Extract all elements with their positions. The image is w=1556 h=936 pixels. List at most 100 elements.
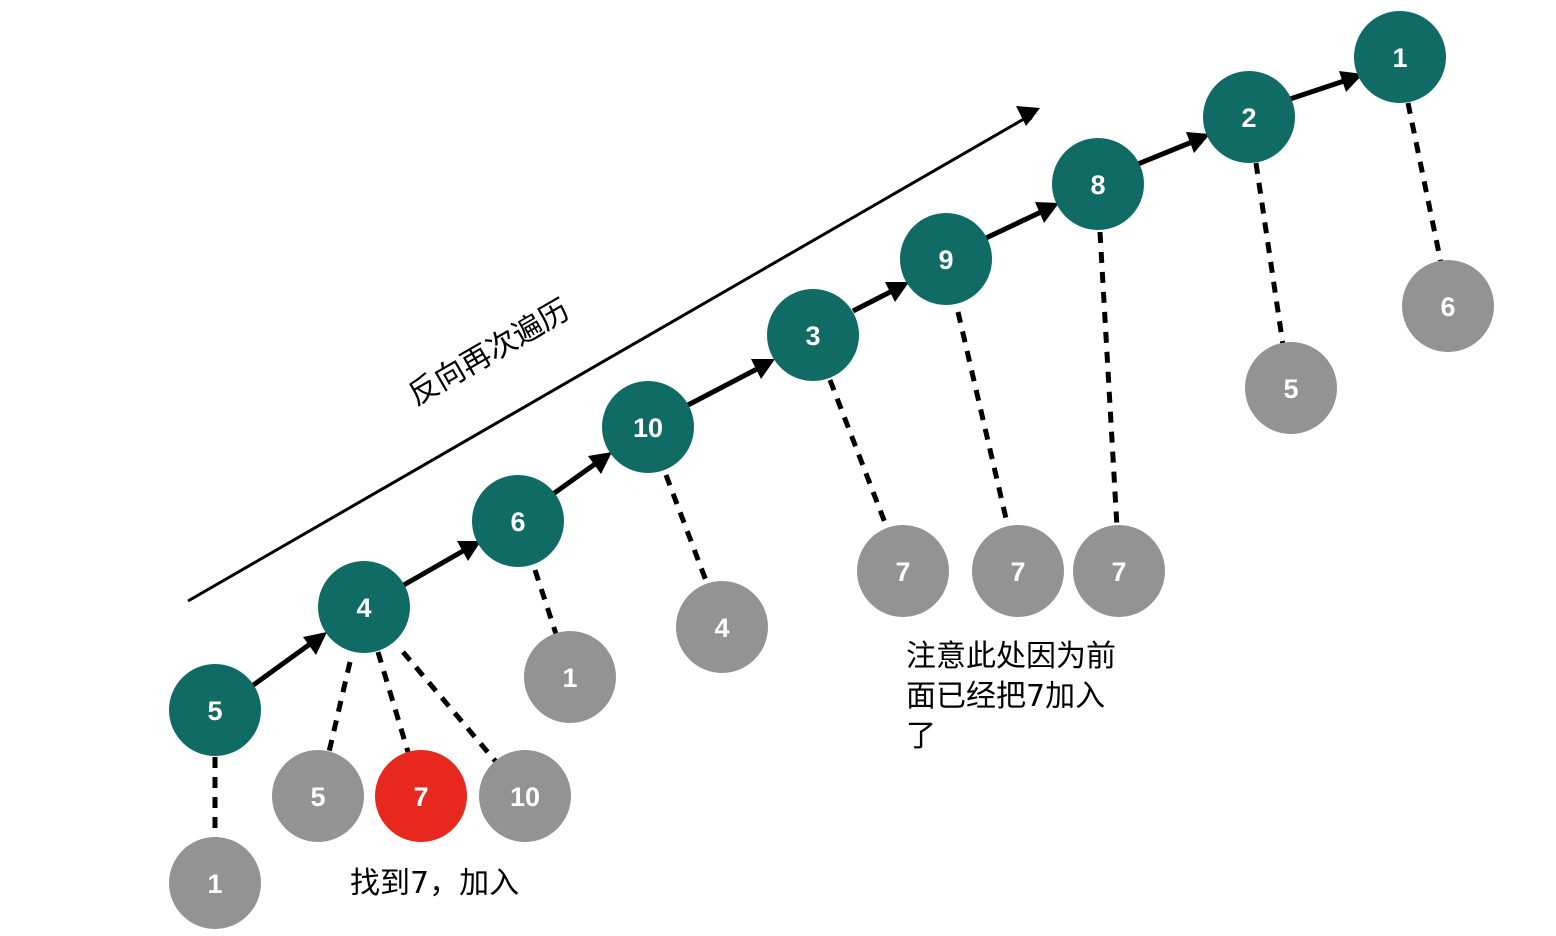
neighbor-node-circle	[972, 525, 1064, 617]
neighbor-node-found: 7	[375, 750, 467, 842]
edge-6-to-10-arrowhead	[588, 452, 612, 474]
chain-node-label: 10	[633, 413, 663, 443]
chain-node-circle	[169, 664, 261, 756]
direction-label: 反向再次遍历	[403, 293, 576, 413]
neighbor-node-label: 7	[1111, 557, 1126, 587]
chain-node-9: 9	[900, 213, 992, 305]
skip-note-line: 注意此处因为前	[906, 639, 1116, 674]
link-2-to-5	[1253, 162, 1286, 346]
edge-3-to-9	[851, 288, 894, 314]
chain-node-10: 10	[602, 381, 694, 473]
chain-node-3: 3	[767, 289, 859, 381]
neighbor-node-label: 7	[1010, 557, 1025, 587]
chain-node-6: 6	[472, 475, 564, 567]
link-8-to-7	[1097, 231, 1120, 528]
link-4-to-10	[401, 650, 499, 765]
edge-8-to-2-arrowhead	[1186, 132, 1210, 153]
chain-node-label: 6	[510, 507, 525, 537]
chain-node-circle	[472, 475, 564, 567]
neighbor-node-label: 1	[207, 869, 222, 899]
found-node-circle	[375, 750, 467, 842]
found-node-label: 7	[413, 782, 428, 812]
edge-10-to-3-arrowhead	[751, 359, 775, 379]
chain-edges	[250, 71, 1363, 689]
chain-node-2: 2	[1203, 71, 1295, 163]
neighbor-node-circle	[524, 631, 616, 723]
link-3-to-7	[827, 379, 890, 529]
skip-note: 注意此处因为前 面已经把7加入 了	[906, 639, 1116, 754]
chain-node-circle	[1052, 138, 1144, 230]
neighbor-node: 1	[169, 837, 261, 929]
neighbor-node-label: 6	[1440, 292, 1455, 322]
neighbor-node-circle	[1073, 525, 1165, 617]
neighbor-node-circle	[857, 525, 949, 617]
chain-node-circle	[1354, 11, 1446, 103]
chain-node-circle	[767, 289, 859, 381]
neighbor-node-label: 4	[714, 613, 729, 643]
chain-node-label: 2	[1241, 103, 1256, 133]
chain-node-circle	[900, 213, 992, 305]
neighbor-node-label: 5	[1283, 374, 1298, 404]
chain-node-label: 3	[805, 321, 820, 351]
neighbor-node-label: 5	[310, 782, 325, 812]
link-10-to-4	[663, 474, 711, 587]
edge-8-to-2	[1137, 139, 1193, 167]
edge-5-to-4-arrowhead	[303, 632, 327, 655]
direction-arrowhead	[1016, 106, 1040, 126]
neighbor-nodes: 1 5 7 10 1 4 7 7	[169, 260, 1494, 929]
chain-node-label: 8	[1090, 170, 1105, 200]
neighbor-node: 7	[1073, 525, 1165, 617]
direction-arrow	[187, 110, 1037, 603]
chain-node-circle	[602, 381, 694, 473]
edge-2-to-1-arrowhead	[1339, 71, 1363, 92]
chain-node-1: 1	[1354, 11, 1446, 103]
link-1-to-6	[1405, 102, 1444, 264]
neighbor-node-circle	[1402, 260, 1494, 352]
chain-node-label: 5	[207, 696, 222, 726]
neighbor-node-label: 7	[895, 557, 910, 587]
chain-nodes: 5 4 6 10 3 9 8 2	[169, 11, 1446, 756]
link-4-to-5	[326, 661, 353, 753]
neighbor-node-circle	[169, 837, 261, 929]
link-9-to-7	[955, 311, 1011, 528]
neighbor-node: 5	[272, 750, 364, 842]
edge-10-to-3	[686, 366, 759, 408]
chain-node-label: 1	[1392, 43, 1407, 73]
skip-note-line: 了	[906, 719, 936, 754]
neighbor-node-circle	[479, 750, 571, 842]
neighbor-node: 7	[972, 525, 1064, 617]
chain-node-circle	[318, 561, 410, 653]
edge-6-to-10	[551, 461, 597, 497]
chain-node-circle	[1203, 71, 1295, 163]
neighbor-node: 6	[1402, 260, 1494, 352]
link-6-to-1	[532, 569, 559, 635]
chain-node-label: 9	[938, 245, 953, 275]
edge-5-to-4	[250, 641, 312, 689]
edge-4-to-6-arrowhead	[457, 541, 481, 561]
chain-node-4: 4	[318, 561, 410, 653]
neighbor-node-label: 1	[562, 663, 577, 693]
edge-9-to-8	[984, 209, 1043, 241]
neighbor-node: 4	[676, 581, 768, 673]
neighbor-node-label: 10	[510, 782, 540, 812]
neighbor-links	[212, 102, 1444, 838]
neighbor-node: 5	[1245, 342, 1337, 434]
chain-node-5: 5	[169, 664, 261, 756]
skip-note-line: 面已经把7加入	[906, 679, 1105, 714]
edge-9-to-8-arrowhead	[1035, 202, 1059, 223]
neighbor-node: 7	[857, 525, 949, 617]
neighbor-node: 1	[524, 631, 616, 723]
edge-3-to-9-arrowhead	[885, 282, 909, 302]
found-note: 找到7，加入	[350, 866, 519, 901]
neighbor-node-circle	[676, 581, 768, 673]
edge-4-to-6	[400, 548, 465, 589]
neighbor-node: 10	[479, 750, 571, 842]
neighbor-node-circle	[1245, 342, 1337, 434]
link-4-to-7	[375, 651, 411, 753]
chain-node-label: 4	[356, 593, 371, 623]
neighbor-node-circle	[272, 750, 364, 842]
chain-node-8: 8	[1052, 138, 1144, 230]
edge-2-to-1	[1289, 78, 1345, 102]
